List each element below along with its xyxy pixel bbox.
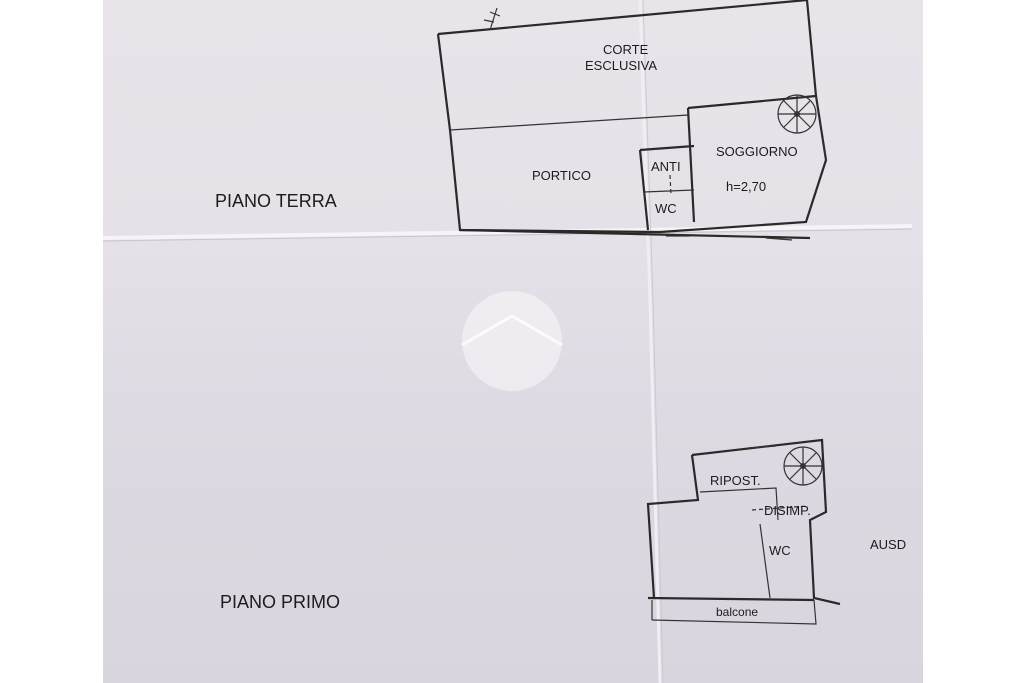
ground-floor-plan (436, 0, 828, 241)
first-wc-label: WC (769, 543, 791, 558)
living-room-label: SOGGIORNO (716, 144, 798, 159)
balcony-label: balcone (716, 605, 758, 619)
anteroom-label: ANTI (651, 159, 681, 174)
watermark-logo-icon (461, 291, 563, 391)
ground-floor-title: PIANO TERRA (215, 191, 337, 211)
spiral-staircase-icon (783, 446, 823, 486)
ground-wc-label: WC (655, 201, 677, 216)
first-floor-plan (646, 438, 841, 625)
spiral-staircase-icon (777, 94, 817, 134)
storage-label: RIPOST. (710, 473, 761, 488)
side-note-label: AUSD (870, 537, 906, 552)
courtyard-label: CORTE (603, 42, 649, 57)
ceiling-height-label: h=2,70 (726, 179, 766, 194)
hallway-label: DISIMP. (764, 503, 811, 518)
porch-label: PORTICO (532, 168, 591, 183)
first-floor-title: PIANO PRIMO (220, 592, 340, 612)
courtyard-label-line2: ESCLUSIVA (585, 58, 657, 73)
